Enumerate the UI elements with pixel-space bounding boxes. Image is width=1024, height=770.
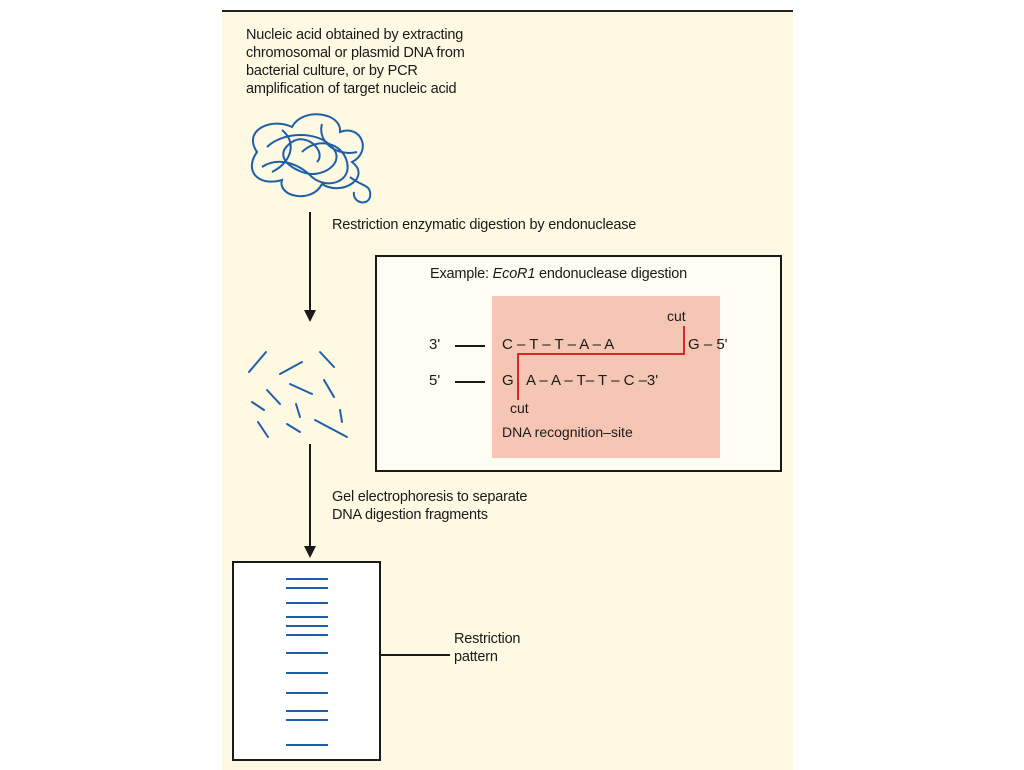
step-electrophoresis-line-1: Gel electrophoresis to separate <box>332 489 528 505</box>
intro-line-2: chromosomal or plasmid DNA from <box>246 45 465 61</box>
top-strand-bases: C – T – T – A – A <box>502 336 615 353</box>
intro-text: Nucleic acid obtained by extracting chro… <box>246 26 566 98</box>
top-strand-end-left: 3' <box>429 336 441 353</box>
step-digestion-text: Restriction enzymatic digestion by endon… <box>332 217 637 233</box>
gel-bands <box>286 578 328 746</box>
top-strand-after-cut: G – 5' <box>688 336 728 353</box>
example-title-suffix: endonuclease digestion <box>535 266 688 282</box>
diagram-panel: Nucleic acid obtained by extracting chro… <box>222 10 793 770</box>
restriction-label-line-2: pattern <box>454 649 498 665</box>
intro-line-4: amplification of target nucleic acid <box>246 81 457 97</box>
example-enzyme-name: EcoR1 <box>492 266 536 282</box>
strand-lead-lines <box>455 345 485 383</box>
arrow-down-2 <box>304 444 316 558</box>
recognition-site-box: cut C – T – T – A – A G – 5' G A – A – T… <box>492 296 728 458</box>
step-electrophoresis-line-2: DNA digestion fragments <box>332 507 488 523</box>
example-title: Example: EcoR1 endonuclease digestion <box>430 265 687 283</box>
restriction-pattern-label: Restriction pattern <box>454 630 520 666</box>
example-box: Example: EcoR1 endonuclease digestion cu… <box>375 255 782 472</box>
step-electrophoresis-text: Gel electrophoresis to separate DNA dige… <box>332 488 528 524</box>
gel-box <box>232 561 381 761</box>
bottom-strand-bases: A – A – T– T – C –3' <box>526 372 659 389</box>
arrow-down-1 <box>304 212 316 322</box>
intro-line-1: Nucleic acid obtained by extracting <box>246 27 464 43</box>
dna-fragments-icon <box>248 351 348 438</box>
cut-line <box>517 326 685 400</box>
recognition-site-label: DNA recognition–site <box>502 424 633 440</box>
dna-coil-icon <box>251 113 372 204</box>
example-title-prefix: Example: <box>430 266 493 282</box>
cut-label-top: cut <box>667 308 686 324</box>
bottom-strand-end-left: 5' <box>429 372 441 389</box>
bottom-strand-before-cut: G <box>502 372 514 389</box>
intro-line-3: bacterial culture, or by PCR <box>246 63 418 79</box>
restriction-label-line-1: Restriction <box>454 631 521 647</box>
cut-label-bottom: cut <box>510 400 529 416</box>
